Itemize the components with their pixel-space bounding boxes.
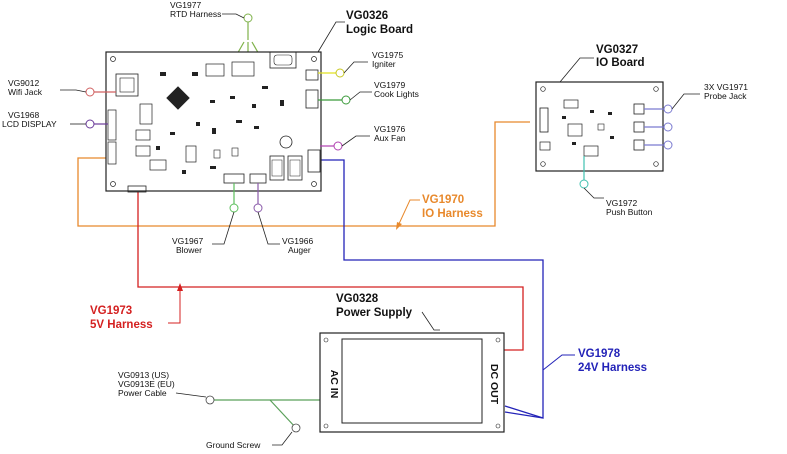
power-supply-leader [421,311,440,331]
24v-harness-wire-b [504,411,544,419]
blower-id: VG1967 [172,236,203,246]
aux-fan-terminal [333,141,343,151]
power-cable-us: VG0913 (US) [118,370,169,380]
logic-board-id: VG0326 [346,10,388,22]
aux-fan-name: Aux Fan [374,133,406,143]
5v-harness-name: 5V Harness [90,319,153,331]
power-supply: AC IN DC OUT [319,332,505,433]
5v-harness-leader [168,287,181,324]
logic-board-leader [317,21,345,53]
5v-harness-arrow [177,283,183,291]
io-board-id: VG0327 [596,44,638,56]
probe-terminal-1 [663,104,673,114]
cook-lights-name: Cook Lights [374,89,419,99]
probe-name: Probe Jack [704,91,747,101]
aux-fan-leader [341,135,370,147]
io-board-leader [559,57,594,83]
probe-leader [671,93,700,110]
io-harness-arrow [396,222,402,230]
power-cable-eu: VG0913E (EU) [118,379,175,389]
cook-lights-id: VG1979 [374,80,405,90]
logic-board [105,51,322,193]
push-terminal [579,179,589,189]
io-harness-name: IO Harness [422,208,483,220]
igniter-name: Igniter [372,59,396,69]
lcd-id: VG1968 [8,110,39,120]
blower-terminal [229,203,239,213]
igniter-leader [343,61,368,74]
cook-lights-terminal [341,95,351,105]
rtd-terminal [243,13,253,23]
blower-name: Blower [176,245,202,255]
probe-terminal-2 [663,122,673,132]
wifi-name: Wifi Jack [8,87,43,97]
logic-board-name: Logic Board [346,24,413,36]
wifi-id: VG9012 [8,78,39,88]
io-harness-id: VG1970 [422,194,464,206]
5v-harness-id: VG1973 [90,305,132,317]
lcd-terminal [85,119,95,129]
ground-screw-terminal [291,423,301,433]
lcd-name: LCD DISPLAY [2,119,57,129]
5v-harness-wire [137,192,524,351]
rtd-name: RTD Harness [170,9,221,19]
rtd-wire [235,22,261,57]
rtd-leader [222,13,245,19]
push-id: VG1972 [606,198,637,208]
ground-wire [269,399,297,429]
auger-terminal [253,203,263,213]
auger-name: Auger [288,245,311,255]
cook-lights-leader [349,91,372,101]
rtd-id: VG1977 [170,0,201,10]
io-board [535,81,664,172]
ground-leader [272,431,293,446]
aux-fan-id: VG1976 [374,124,405,134]
ground-screw-label: Ground Screw [206,440,261,450]
auger-leader [257,211,280,245]
dc-out-label: DC OUT [488,364,500,405]
wifi-leader [60,89,87,93]
igniter-terminal [335,68,345,78]
push-leader [583,187,604,199]
24v-harness-wire [316,159,544,419]
24v-harness-id: VG1978 [578,348,621,360]
igniter-id: VG1975 [372,50,403,60]
power-cable-name: Power Cable [118,388,167,398]
power-cable-plug [205,395,215,405]
io-board-name: IO Board [596,57,645,69]
io-harness-leader [397,199,420,227]
24v-harness-name: 24V Harness [578,362,647,374]
blower-leader [212,211,235,245]
probe-id: 3X VG1971 [704,82,748,92]
io-harness-wire [77,121,530,227]
ac-in-label: AC IN [328,370,340,399]
auger-id: VG1966 [282,236,313,246]
power-supply-id: VG0328 [336,293,379,305]
24v-harness-leader [542,354,575,371]
probe-terminal-3 [663,140,673,150]
wifi-terminal [85,87,95,97]
power-cable-leader [175,392,207,398]
push-name: Push Button [606,207,653,217]
power-supply-name: Power Supply [336,307,413,319]
